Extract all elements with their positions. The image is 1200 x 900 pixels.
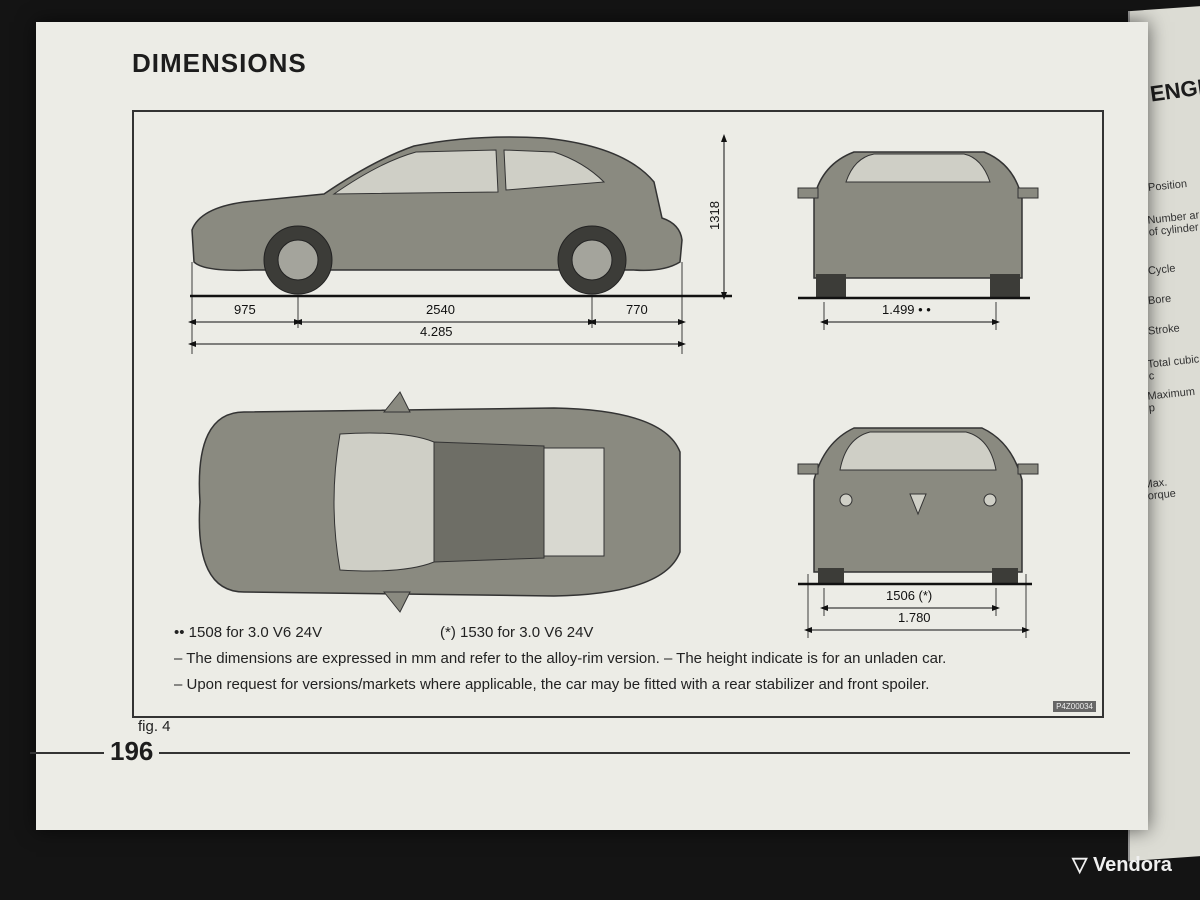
watermark-text: Vendora: [1092, 854, 1172, 876]
image-code: P4Z00034: [1053, 701, 1096, 712]
front-track-dim: 1506 (*): [886, 588, 933, 603]
figure-label: fig. 4: [138, 718, 171, 735]
top-view-car: [198, 391, 681, 613]
rear-overhang-dim: 770: [626, 302, 648, 317]
adjacent-spec-row: Bore: [1147, 292, 1172, 308]
side-view-car: [191, 136, 683, 295]
manual-page: DIMENSIONS: [36, 22, 1148, 830]
page-title: DIMENSIONS: [132, 48, 307, 78]
height-dim: 1318: [706, 201, 722, 230]
front-overhang-dim: 975: [234, 302, 256, 317]
width-dim: 1.780: [898, 610, 931, 625]
page-number: 196: [104, 736, 160, 767]
front-track-note: (*) 1530 for 3.0 V6 24V: [440, 624, 594, 641]
rear-track-note: •• 1508 for 3.0 V6 24V: [174, 624, 323, 641]
note-line-2: – Upon request for versions/markets wher…: [174, 676, 930, 693]
car-drawings: [188, 134, 1039, 638]
dimensions-figure: 975 2540 770 4.285 1318 1.499 • • 1506 (…: [132, 110, 1104, 718]
rear-track-dim: 1.499 • •: [882, 302, 931, 317]
front-view-car: [797, 427, 1039, 584]
rear-view-car: [797, 151, 1039, 298]
watermark-logo: ▽ Vendora: [1072, 854, 1172, 876]
wheelbase-dim: 2540: [426, 302, 455, 317]
note-line-1: – The dimensions are expressed in mm and…: [174, 650, 947, 667]
footer-rule: [30, 752, 1130, 754]
length-dim: 4.285: [420, 324, 453, 339]
